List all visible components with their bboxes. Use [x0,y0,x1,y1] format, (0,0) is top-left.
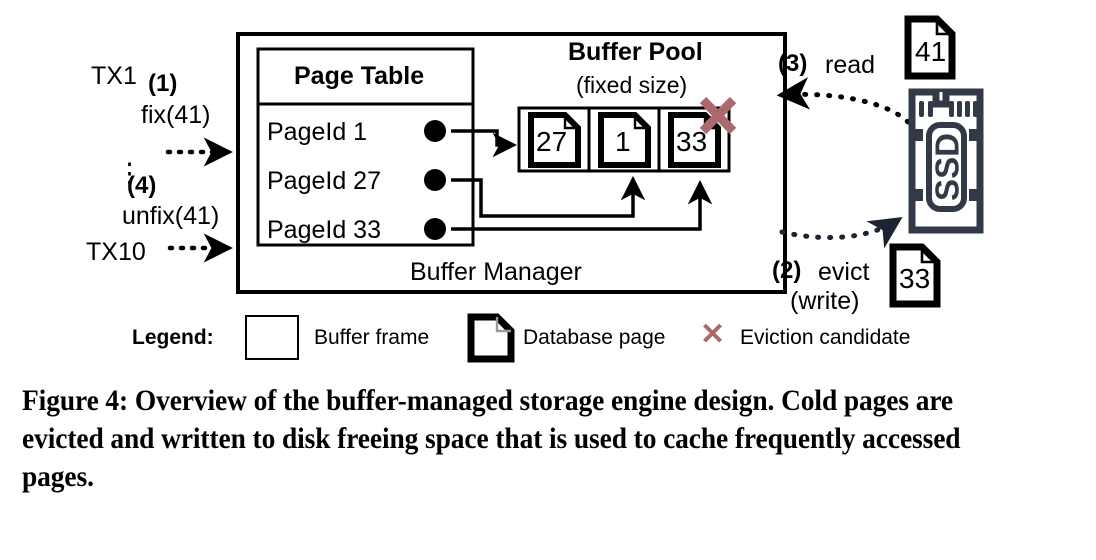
legend-title: Legend: [132,326,214,349]
buffer-pool-subtitle: (fixed size) [576,72,688,98]
connector-pageid1-to-frame1 [451,129,518,158]
tx-first-label: TX1 [91,62,137,90]
storage-write-label: (write) [790,287,860,315]
storage-read-label: read [825,51,876,79]
diagram-vector-layer: SSD [165,32,984,294]
connector-pageid27-to-frame2 [451,175,646,218]
page-table-row-handle-3 [424,218,446,240]
connector-pageid33-to-frame3 [451,179,713,231]
buffer-manager-title: Buffer Manager [410,258,582,286]
legend-eviction-x-icon: ✕ [700,318,726,351]
page-table-row-handle-2 [424,169,446,191]
legend-buffer-frame-label: Buffer frame [314,326,430,349]
buffer-frame-page-id-3: 33 [676,126,708,157]
evict-arrow [779,217,903,249]
page-table-row-label-1: PageId 1 [267,118,368,146]
database-page-icon-1 [598,112,651,168]
storage-page-icons [889,15,956,308]
buffer-pool-title: Buffer Pool [568,38,703,66]
page-table-row-handle-1 [424,120,446,142]
storage-evict-label: evict [818,258,870,286]
page-table-box [256,47,475,247]
tx-ellipsis: ⋮ [116,158,143,188]
legend-eviction-label: Eviction candidate [740,326,911,349]
storage-page-id-33: 33 [899,263,931,294]
page-table-row-label-2: PageId 27 [267,167,381,195]
ssd-device-label: SSD [929,133,966,201]
eviction-candidate-x-icon [699,96,737,135]
page-table-title: Page Table [294,62,425,90]
legend-database-page-label: Database page [523,326,666,349]
page-table-row-label-3: PageId 33 [267,216,381,244]
figure-caption: Figure 4: Overview of the buffer-managed… [22,385,961,493]
tx-fix-call: fix(41) [141,101,211,129]
tx-step-1: (1) [148,70,178,97]
legend-buffer-frame-icon [245,315,299,360]
database-page-icon-41 [904,15,956,80]
storage-page-id-41: 41 [915,36,947,67]
database-page-icon-33-disk [889,243,941,308]
storage-step-2: (2) [772,257,802,284]
database-page-icon-27 [528,112,581,168]
tx-last-label: TX10 [86,238,146,266]
tx-step-4: (4) [127,172,157,199]
legend-database-page-icon [467,313,515,363]
tx-unfix-call: unfix(41) [122,202,220,230]
storage-step-3: (3) [778,50,808,77]
buffer-frame-page-id-1: 27 [536,126,568,157]
buffer-frame-page-id-2: 1 [615,126,631,157]
read-arrow [776,77,911,125]
ssd-device-icon: SSD [908,88,984,234]
